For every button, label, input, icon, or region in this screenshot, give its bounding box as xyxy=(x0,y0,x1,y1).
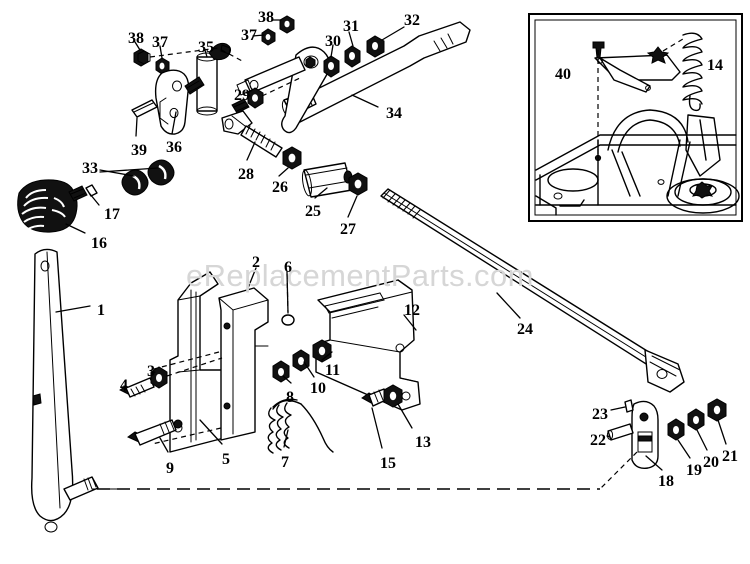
callout-number-38: 38 xyxy=(128,30,144,47)
detent-ball-6 xyxy=(281,271,295,326)
slotted-bracket-12 xyxy=(315,279,421,411)
callout-number-24: 24 xyxy=(517,321,533,338)
rod-end-assembly xyxy=(221,98,368,198)
callout-number-26: 26 xyxy=(272,179,288,196)
callout-number-15: 15 xyxy=(380,455,396,472)
callout-number-7: 7 xyxy=(281,454,289,471)
callout-number-12: 12 xyxy=(404,302,420,319)
callout-number-37: 37 xyxy=(152,34,168,51)
callout-number-20: 20 xyxy=(703,454,719,471)
callout-number-19: 19 xyxy=(686,462,702,479)
callout-number-36: 36 xyxy=(166,139,182,156)
callout-number-17: 17 xyxy=(104,206,120,223)
bolt-9 xyxy=(127,419,183,446)
callout-number-37: 37 xyxy=(241,27,257,44)
callout-number-3: 3 xyxy=(147,363,155,380)
callout-number-11: 11 xyxy=(325,362,341,379)
callout-number-2: 2 xyxy=(252,254,260,271)
callout-number-14: 14 xyxy=(707,57,723,74)
callout-number-21: 21 xyxy=(722,448,738,465)
callout-number-16: 16 xyxy=(91,235,107,252)
inset-detail-box xyxy=(528,13,743,222)
callout-number-30: 30 xyxy=(325,33,341,50)
side-plate-5 xyxy=(169,271,225,453)
callout-number-5: 5 xyxy=(222,451,230,468)
bolt-15-nut-13 xyxy=(361,384,403,408)
callout-number-22: 22 xyxy=(590,432,606,449)
callout-number-23: 23 xyxy=(592,406,608,423)
callout-number-33: 33 xyxy=(82,160,98,177)
callout-number-34: 34 xyxy=(386,105,402,122)
inset-spring-14 xyxy=(682,32,703,112)
bolt-4-nut-3 xyxy=(119,357,223,398)
callout-number-18: 18 xyxy=(658,473,674,490)
callout-number-35: 35 xyxy=(198,39,214,56)
lever-guide-2 xyxy=(218,287,269,441)
callout-number-1: 1 xyxy=(97,302,105,319)
callout-number-9: 9 xyxy=(166,460,174,477)
torsion-spring-7 xyxy=(267,398,334,454)
callout-number-40: 40 xyxy=(555,66,571,83)
callout-number-38: 38 xyxy=(258,9,274,26)
callout-number-29: 29 xyxy=(234,87,250,104)
lift-rod-24 xyxy=(380,188,685,393)
callout-number-27: 27 xyxy=(340,221,356,238)
pivot-plate-18 xyxy=(599,398,727,490)
callout-number-10: 10 xyxy=(310,380,326,397)
callout-number-31: 31 xyxy=(343,18,359,35)
callout-number-4: 4 xyxy=(120,377,128,394)
callout-number-13: 13 xyxy=(415,434,431,451)
hardware-stack-8-10-11 xyxy=(272,339,332,383)
bracket-assembly-36 xyxy=(131,42,245,135)
knob-assembly xyxy=(17,159,175,238)
callout-number-25: 25 xyxy=(305,203,321,220)
callout-number-6: 6 xyxy=(284,259,292,276)
callout-number-32: 32 xyxy=(404,12,420,29)
callout-number-8: 8 xyxy=(286,389,294,406)
lift-shaft-34 xyxy=(236,15,471,134)
callout-number-39: 39 xyxy=(131,142,147,159)
callout-number-28: 28 xyxy=(238,166,254,183)
lift-lever-1 xyxy=(30,248,99,533)
